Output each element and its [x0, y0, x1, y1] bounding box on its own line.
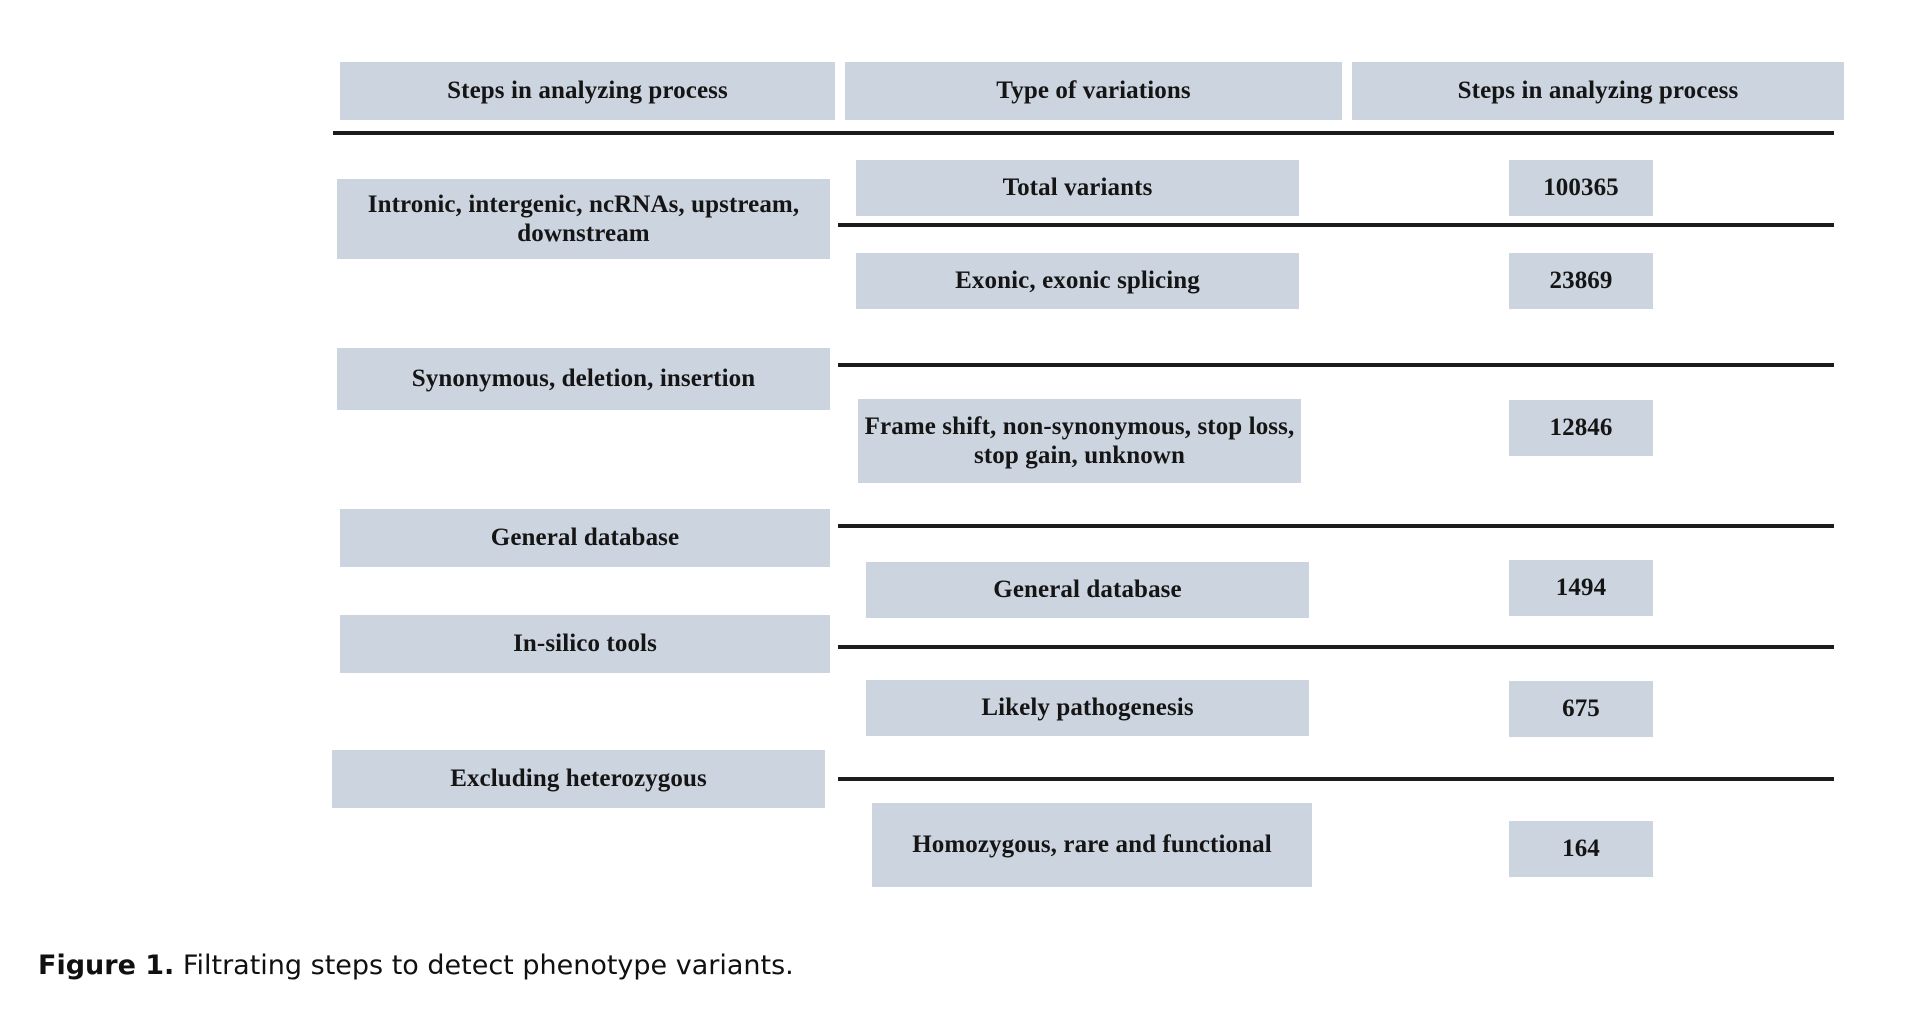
rule-step-1 — [838, 223, 1834, 227]
rule-step-3 — [838, 524, 1834, 528]
variation-box-general-database: General database — [866, 562, 1309, 618]
step-box-intronic-intergenic: Intronic, intergenic, ncRNAs, upstream, … — [337, 179, 830, 259]
count-box-homozygous-rare-functional: 164 — [1509, 821, 1653, 877]
variation-box-likely-pathogenesis: Likely pathogenesis — [866, 680, 1309, 736]
variation-box-total-variants: Total variants — [856, 160, 1299, 216]
step-box-synonymous-deletion-insertion: Synonymous, deletion, insertion — [337, 348, 830, 410]
variation-box-homozygous-rare-functional: Homozygous, rare and functional — [872, 803, 1312, 887]
rule-step-5 — [838, 777, 1834, 781]
variation-box-frame-shift-non-synonymous: Frame shift, non-synonymous, stop loss, … — [858, 399, 1301, 483]
count-box-likely-pathogenesis: 675 — [1509, 681, 1653, 737]
count-box-total-variants: 100365 — [1509, 160, 1653, 216]
step-box-excluding-heterozygous: Excluding heterozygous — [332, 750, 825, 808]
figure-caption: Figure 1. Filtrating steps to detect phe… — [38, 950, 794, 981]
count-box-frame-shift-non-synonymous: 12846 — [1509, 400, 1653, 456]
header-steps-left: Steps in analyzing process — [340, 62, 835, 120]
rule-step-4 — [838, 645, 1834, 649]
header-steps-right: Steps in analyzing process — [1352, 62, 1844, 120]
variation-box-exonic-exonic-splicing: Exonic, exonic splicing — [856, 253, 1299, 309]
rule-step-2 — [838, 363, 1834, 367]
count-box-general-database: 1494 — [1509, 560, 1653, 616]
step-box-in-silico-tools: In-silico tools — [340, 615, 830, 673]
count-box-exonic-exonic-splicing: 23869 — [1509, 253, 1653, 309]
rule-header-separator — [333, 131, 1834, 135]
header-type-of-variations: Type of variations — [845, 62, 1342, 120]
figure-caption-text: Filtrating steps to detect phenotype var… — [182, 950, 794, 981]
figure-caption-label: Figure 1. — [38, 950, 175, 981]
step-box-general-database: General database — [340, 509, 830, 567]
